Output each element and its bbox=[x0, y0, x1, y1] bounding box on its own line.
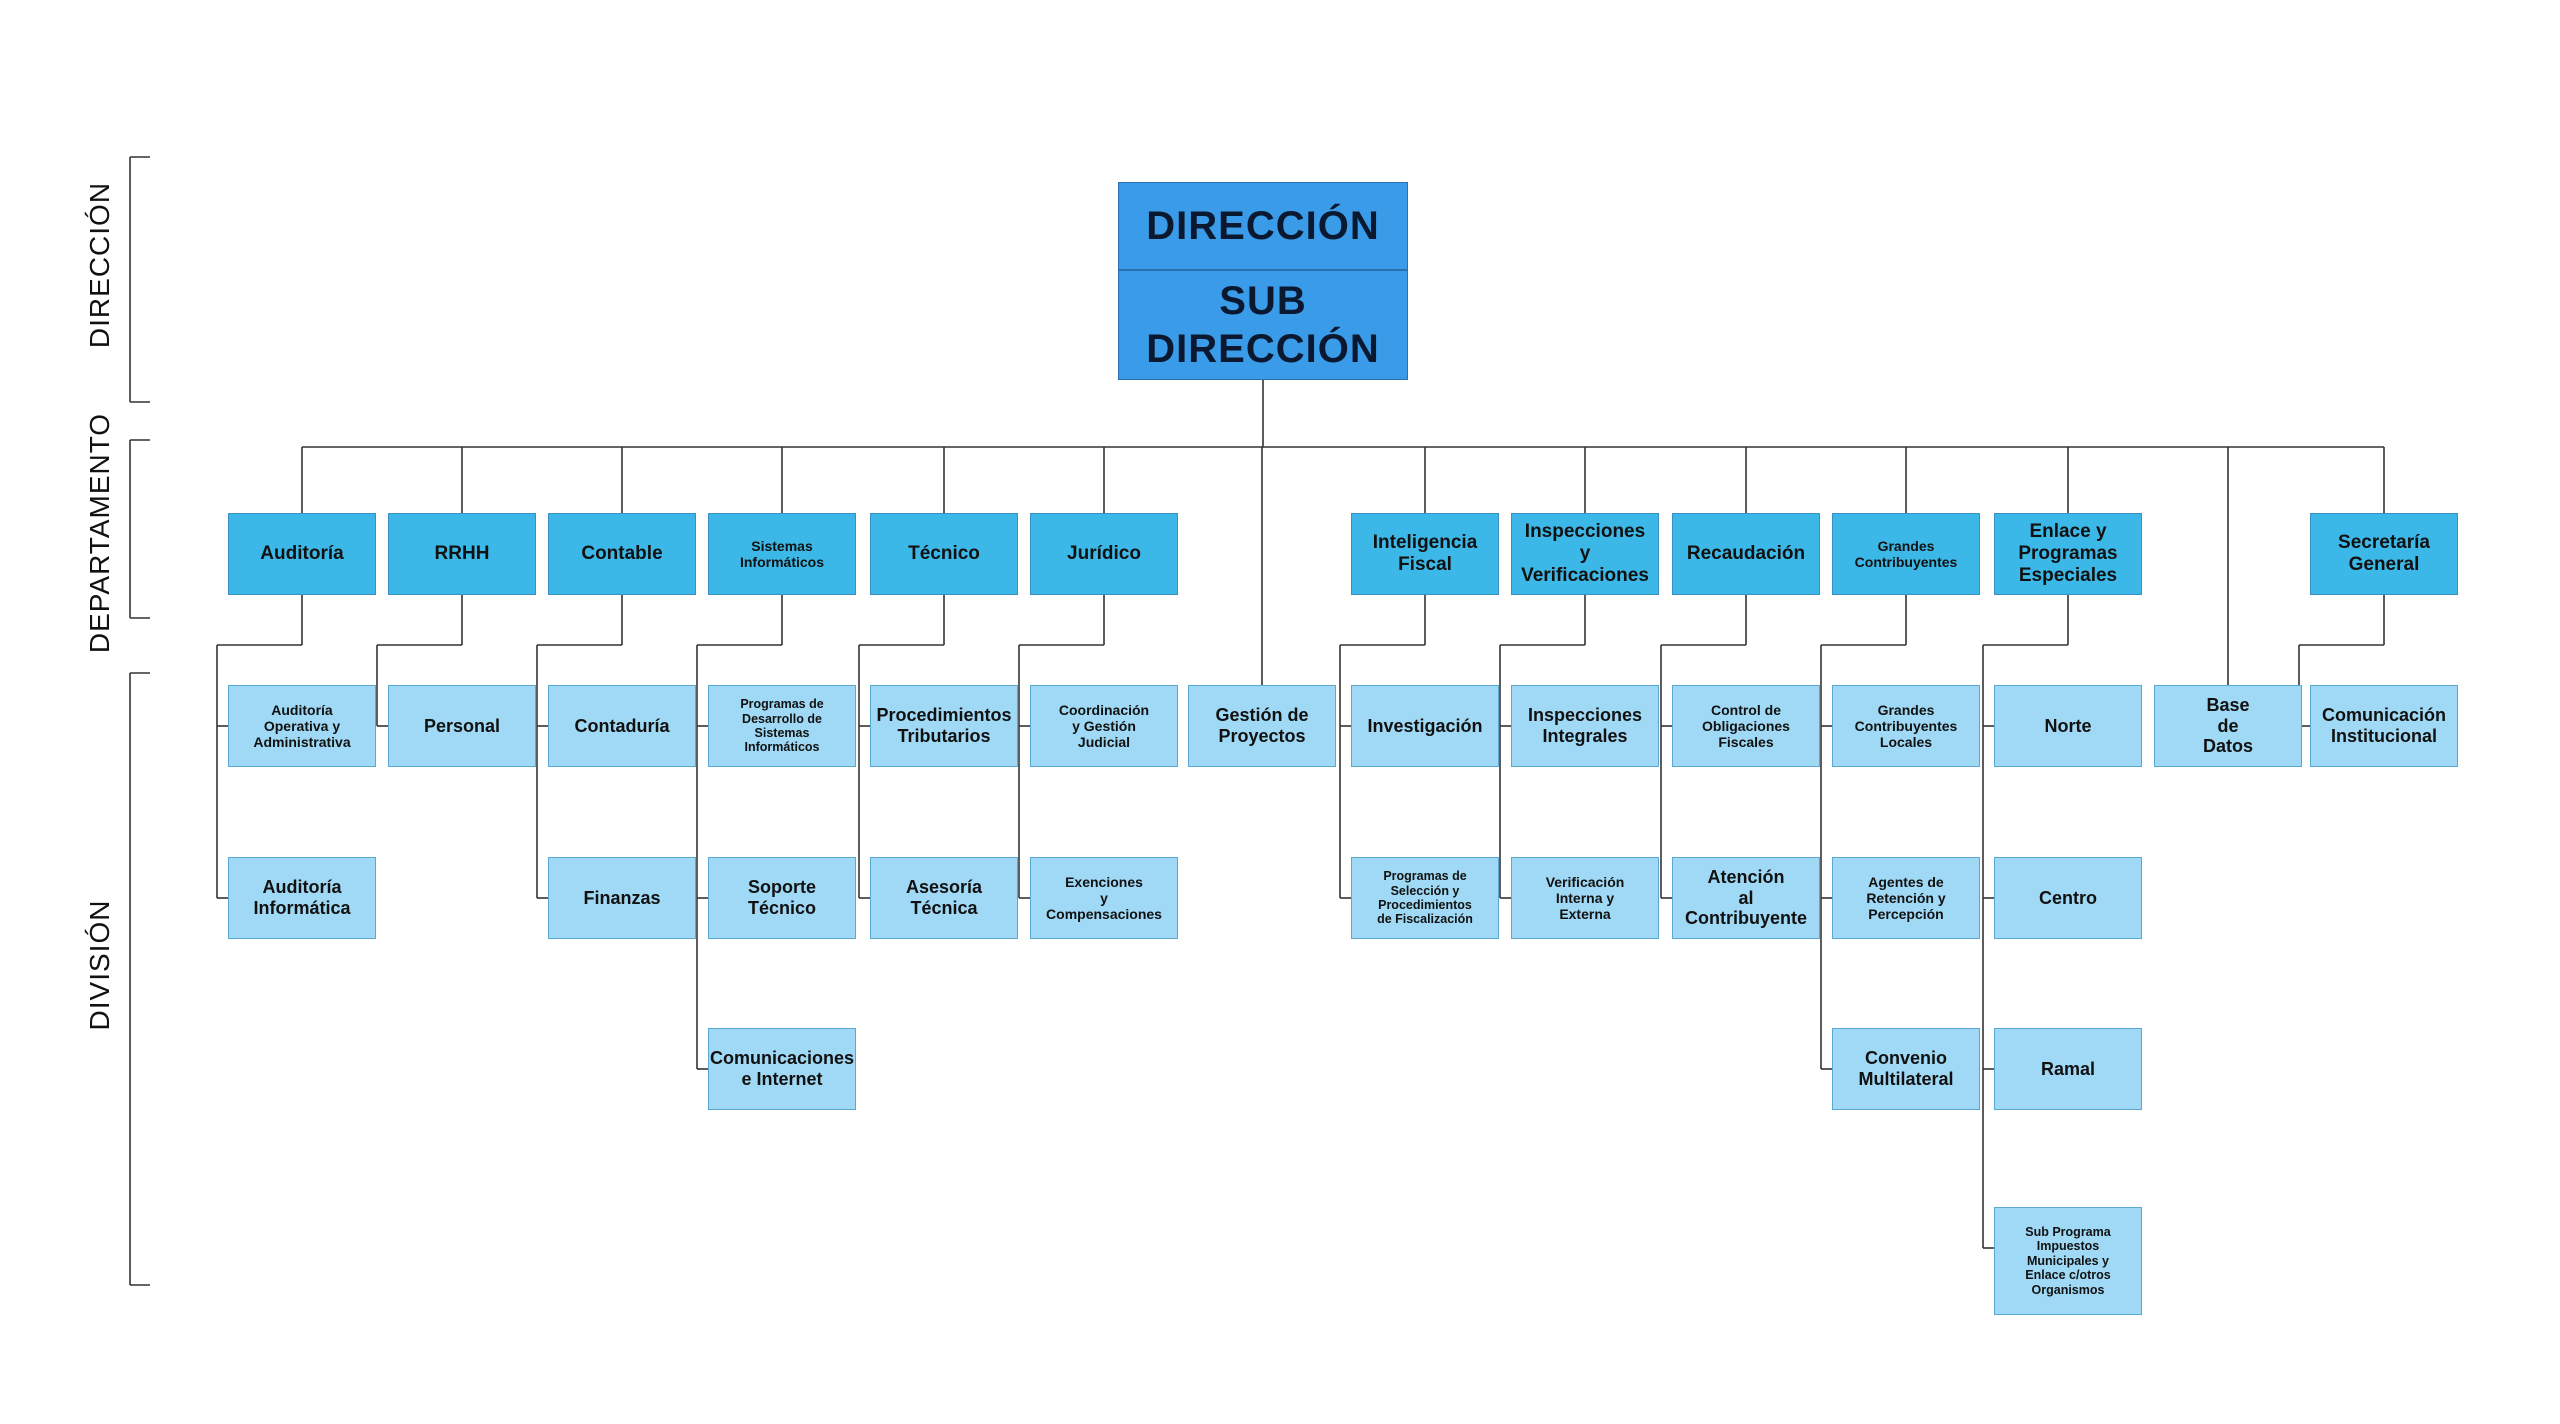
dept-tecnico[interactable]: Técnico bbox=[870, 513, 1018, 595]
dept-auditoria[interactable]: Auditoría bbox=[228, 513, 376, 595]
dept-juridico[interactable]: Jurídico bbox=[1030, 513, 1178, 595]
division-control-de-obligaciones-fiscales[interactable]: Control de Obligaciones Fiscales bbox=[1672, 685, 1820, 767]
division-sub-programa-impuestos-municipales-y-enlace-c-otros-organismos[interactable]: Sub Programa Impuestos Municipales y Enl… bbox=[1994, 1207, 2142, 1315]
dept-recaudacion[interactable]: Recaudación bbox=[1672, 513, 1820, 595]
division-base-de-datos[interactable]: Base de Datos bbox=[2154, 685, 2302, 767]
division-atencion-al-contribuyente[interactable]: Atención al Contribuyente bbox=[1672, 857, 1820, 939]
dept-inspecciones-y-verificaciones[interactable]: Inspecciones y Verificaciones bbox=[1511, 513, 1659, 595]
band-label-division: DIVISIÓN bbox=[84, 899, 115, 1031]
dept-secretaria-general[interactable]: Secretaría General bbox=[2310, 513, 2458, 595]
division-verificacion-interna-y-externa[interactable]: Verificación Interna y Externa bbox=[1511, 857, 1659, 939]
division-inspecciones-integrales[interactable]: Inspecciones Integrales bbox=[1511, 685, 1659, 767]
division-auditoria-operativa-y-administrativa[interactable]: Auditoría Operativa y Administrativa bbox=[228, 685, 376, 767]
direccion-box[interactable]: DIRECCIÓN bbox=[1118, 182, 1408, 270]
band-label-direccion: DIRECCIÓN bbox=[84, 181, 115, 349]
division-investigacion[interactable]: Investigación bbox=[1351, 685, 1499, 767]
division-norte[interactable]: Norte bbox=[1994, 685, 2142, 767]
dept-enlace-y-programas-especiales[interactable]: Enlace y Programas Especiales bbox=[1994, 513, 2142, 595]
subdireccion-box[interactable]: SUB DIRECCIÓN bbox=[1118, 270, 1408, 380]
division-soporte-tecnico[interactable]: Soporte Técnico bbox=[708, 857, 856, 939]
division-grandes-contribuyentes-locales[interactable]: Grandes Contribuyentes Locales bbox=[1832, 685, 1980, 767]
division-asesoria-tecnica[interactable]: Asesoría Técnica bbox=[870, 857, 1018, 939]
dept-inteligencia-fiscal[interactable]: Inteligencia Fiscal bbox=[1351, 513, 1499, 595]
division-auditoria-informatica[interactable]: Auditoría Informática bbox=[228, 857, 376, 939]
division-convenio-multilateral[interactable]: Convenio Multilateral bbox=[1832, 1028, 1980, 1110]
band-label-departamento: DEPARTAMENTO bbox=[84, 412, 115, 654]
division-contaduria[interactable]: Contaduría bbox=[548, 685, 696, 767]
division-finanzas[interactable]: Finanzas bbox=[548, 857, 696, 939]
division-programas-de-desarrollo-de-sistemas-informaticos[interactable]: Programas de Desarrollo de Sistemas Info… bbox=[708, 685, 856, 767]
division-exenciones-y-compensaciones[interactable]: Exenciones y Compensaciones bbox=[1030, 857, 1178, 939]
division-ramal[interactable]: Ramal bbox=[1994, 1028, 2142, 1110]
division-comunicaciones-e-internet[interactable]: Comunicaciones e Internet bbox=[708, 1028, 856, 1110]
division-coordinacion-y-gestion-judicial[interactable]: Coordinación y Gestión Judicial bbox=[1030, 685, 1178, 767]
division-agentes-de-retencion-y-percepcion[interactable]: Agentes de Retención y Percepción bbox=[1832, 857, 1980, 939]
dept-rrhh[interactable]: RRHH bbox=[388, 513, 536, 595]
dept-grandes-contribuyentes[interactable]: Grandes Contribuyentes bbox=[1832, 513, 1980, 595]
division-comunicacion-institucional[interactable]: Comunicación Institucional bbox=[2310, 685, 2458, 767]
division-personal[interactable]: Personal bbox=[388, 685, 536, 767]
dept-sistemas-informaticos[interactable]: Sistemas Informáticos bbox=[708, 513, 856, 595]
dept-contable[interactable]: Contable bbox=[548, 513, 696, 595]
division-procedimientos-tributarios[interactable]: Procedimientos Tributarios bbox=[870, 685, 1018, 767]
division-programas-de-seleccion-y-procedimientos-de-fiscalizacion[interactable]: Programas de Selección y Procedimientos … bbox=[1351, 857, 1499, 939]
division-centro[interactable]: Centro bbox=[1994, 857, 2142, 939]
division-gestion-de-proyectos[interactable]: Gestión de Proyectos bbox=[1188, 685, 1336, 767]
